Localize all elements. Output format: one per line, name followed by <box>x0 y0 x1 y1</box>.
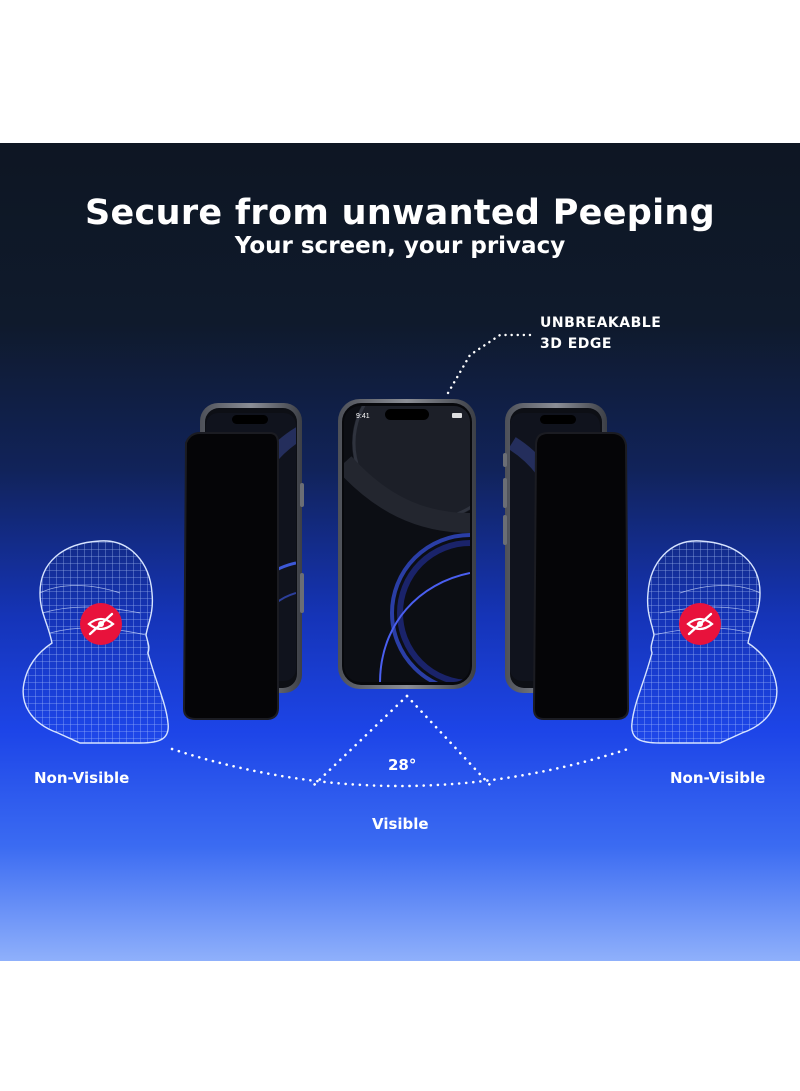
right-non-visible-label: Non-Visible <box>670 769 766 787</box>
right-head <box>631 540 778 744</box>
center-phone-time: 9:41 <box>356 413 370 420</box>
battery-icon <box>452 413 462 418</box>
eye-off-icon <box>686 612 714 636</box>
unbreakable-callout: UNBREAKABLE 3D EDGE <box>540 313 661 355</box>
viewing-angle-lines <box>170 694 630 788</box>
visible-zone-label: Visible <box>372 815 429 833</box>
page-title: Secure from unwanted Peeping <box>85 193 715 233</box>
left-phone <box>182 403 304 720</box>
center-phone: 9:41 <box>338 399 476 689</box>
eye-off-icon <box>87 612 115 636</box>
product-banner: Secure from unwanted Peeping Your screen… <box>0 143 800 961</box>
callout-line-2: 3D EDGE <box>540 336 612 352</box>
right-phone <box>503 403 630 720</box>
left-non-visible-label: Non-Visible <box>34 769 130 787</box>
callout-line-1: UNBREAKABLE <box>540 315 662 331</box>
viewing-angle-label: 28° <box>388 756 417 774</box>
callout-leader <box>446 333 532 395</box>
page-subtitle: Your screen, your privacy <box>234 233 566 259</box>
illustration: 9:41 <box>22 333 778 788</box>
left-head <box>22 540 169 744</box>
